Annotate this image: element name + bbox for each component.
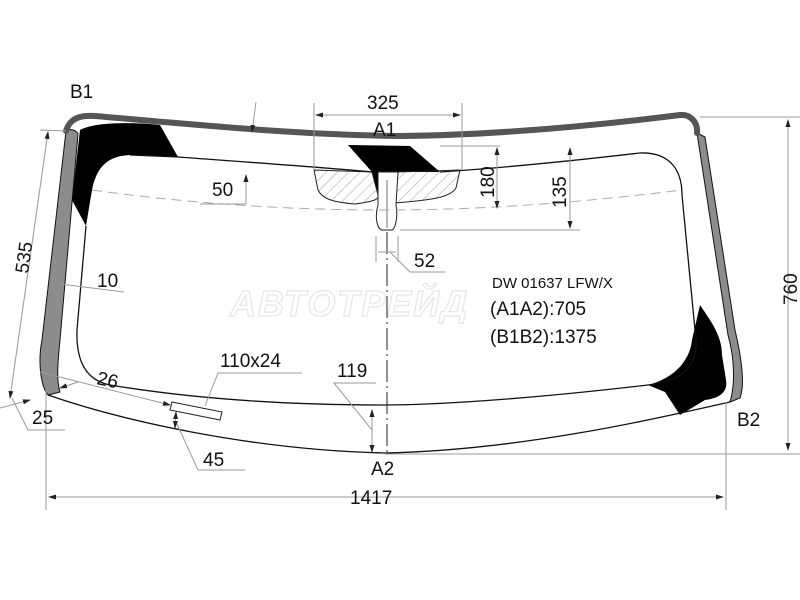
point-a1-label: A1 [373,120,396,141]
right-molding [696,132,743,403]
dim-119-label: 119 [337,361,367,382]
left-molding [39,129,79,396]
dim-50-label: 50 [212,180,233,201]
dim-325-label: 325 [367,93,399,114]
point-b2-label: B2 [737,410,760,431]
inner-top-left-line [129,154,179,158]
dim-25-label: 25 [32,408,53,429]
dim-10-label: 10 [97,271,118,292]
watermark-text: АВТОТРЕЙД [229,282,469,324]
dim-26-label: 26 [95,368,120,393]
dimension-lines [0,101,800,510]
measurement-b1b2: (B1B2):1375 [490,327,597,348]
glass-outer-outline [47,394,731,454]
dim-135-label: 135 [550,176,571,208]
dim-vin-label: 110x24 [220,351,281,372]
dashed-guide-line [91,189,683,211]
glass-inner-outline [76,152,697,406]
top-edge [63,111,701,140]
dim-535-label: 535 [12,240,37,274]
dim-180-label: 180 [478,166,499,198]
point-b1-label: B1 [70,82,93,103]
dim-52-label: 52 [414,251,435,272]
frit-bottom-right [648,305,727,415]
part-code-label: DW 01637 LFW/X [492,275,613,292]
point-a2-label: A2 [371,459,394,480]
measurement-a1a2: (A1A2):705 [490,299,586,320]
vin-window [169,401,223,421]
frit-top-left [72,123,178,226]
frit-top-center [348,145,440,195]
dim-45-label: 45 [203,450,224,471]
dim-1417-label: 1417 [350,488,392,509]
dim-760-label: 760 [781,273,800,305]
